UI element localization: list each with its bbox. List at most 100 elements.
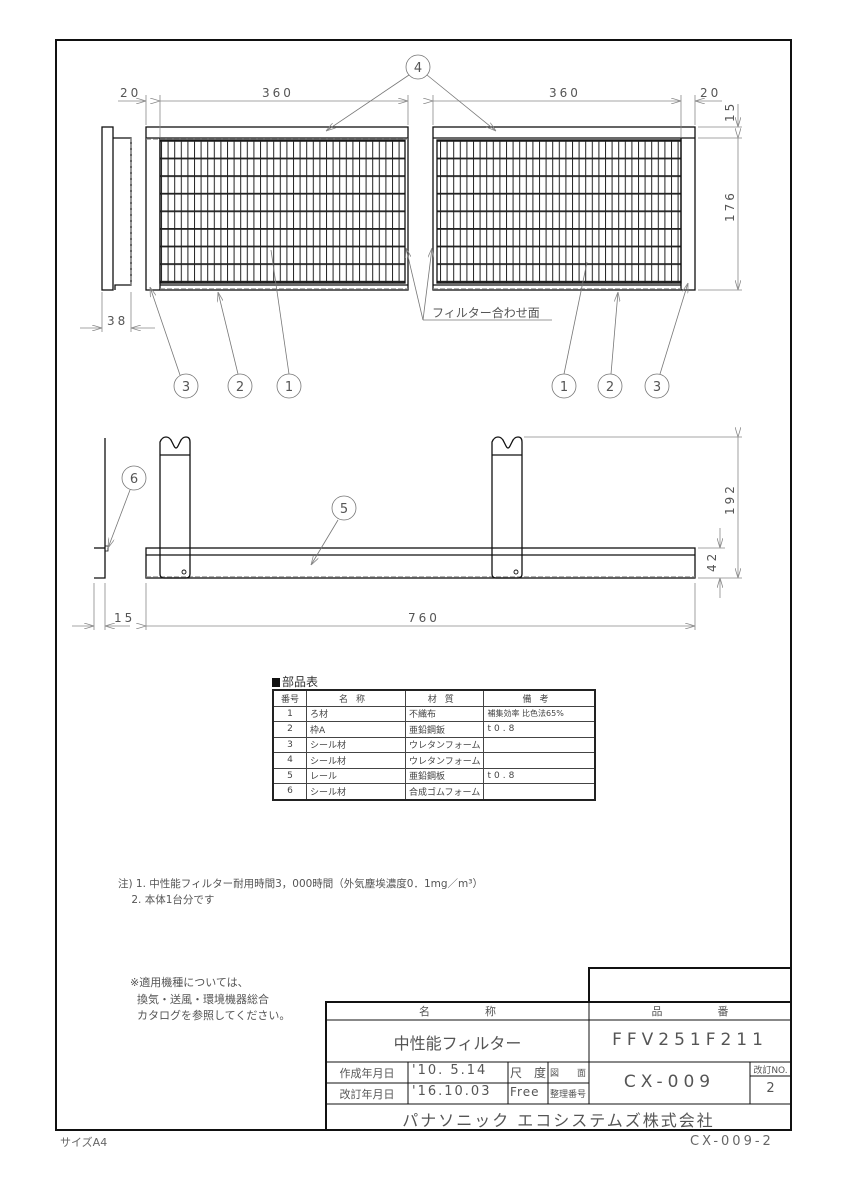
row-no: 6: [272, 783, 307, 800]
revision-number: 2: [766, 1081, 775, 1096]
svg-text:20: 20: [120, 86, 141, 100]
created-label: 作成年月日: [339, 1067, 395, 1080]
notes: 注) 1. 中性能フィルター耐用時間3，000時間（外気塵埃濃度0．1mg／m³…: [118, 876, 483, 908]
row-material: ウレタンフォーム: [404, 752, 485, 769]
parts-table-title: 部品表: [272, 673, 318, 690]
top-dimension-labels: 20 360 360 20 38 15 176: [107, 86, 737, 328]
parts-header-row: 番号 名称 材質 備考: [272, 689, 596, 707]
filter-left: [145, 126, 409, 291]
svg-text:5: 5: [340, 502, 348, 517]
scale-value: Free: [510, 1085, 540, 1099]
balloon-callouts-top: [150, 54, 688, 399]
drawing-label-2: 整理番号: [550, 1090, 587, 1100]
table-row: 2 枠A 亜鉛鋼鈑 t0.8: [272, 721, 596, 738]
svg-text:176: 176: [723, 190, 737, 222]
svg-text:360: 360: [262, 86, 294, 100]
svg-text:15: 15: [114, 611, 135, 625]
paper-size-label: サイズA4: [60, 1136, 108, 1149]
svg-text:192: 192: [723, 483, 737, 515]
title-block-frame: [325, 967, 792, 1131]
scale-label: 尺 度: [510, 1066, 547, 1080]
svg-text:3: 3: [653, 380, 661, 395]
created-date: '10. 5.14: [412, 1063, 488, 1078]
rail-side-view: [94, 438, 109, 579]
svg-text:20: 20: [700, 86, 721, 100]
svg-text:15: 15: [723, 101, 737, 122]
remark-line-1: ※適用機種については、: [130, 976, 249, 989]
document-code: CX-009-2: [690, 1134, 774, 1149]
balloon-labels-top: 4 3 2 1 1 2 3: [182, 61, 661, 395]
filter-joint-label: フィルター合わせ面: [432, 305, 540, 320]
row-remarks: t0.8: [483, 721, 596, 738]
row-remarks: [483, 752, 596, 769]
svg-text:2: 2: [236, 380, 244, 395]
row-no: 3: [272, 736, 307, 753]
svg-text:2: 2: [606, 380, 614, 395]
row-no: 4: [272, 752, 307, 769]
row-remarks: 補集効率 比色法65%: [483, 705, 596, 722]
filter-right: [432, 126, 696, 291]
svg-text:3: 3: [182, 380, 190, 395]
company-name: パナソニック エコシステムズ株式会社: [402, 1111, 715, 1130]
row-material: 亜鉛鋼板: [404, 767, 485, 784]
balloon-callouts-rail: [108, 465, 357, 565]
row-name: レール: [306, 767, 406, 784]
table-row: 5 レール 亜鉛鋼板 t0.8: [272, 767, 596, 784]
top-dimensions: [80, 95, 742, 332]
row-material: 亜鉛鋼鈑: [404, 721, 485, 738]
remark-line-2: 換気・送風・環境機器総合: [130, 992, 269, 1006]
svg-text:360: 360: [549, 86, 581, 100]
revision-label: 改訂NO.: [753, 1066, 788, 1076]
drawing-label-1: 図 面: [550, 1069, 587, 1079]
drawing-number: CX-009: [623, 1072, 716, 1092]
side-view-filter: [101, 126, 132, 291]
svg-text:42: 42: [705, 551, 719, 572]
row-material: ウレタンフォーム: [404, 736, 485, 753]
product-name: 中性能フィルター: [393, 1034, 522, 1053]
rail-front-view: [145, 436, 696, 579]
header-name: 名称: [306, 689, 406, 707]
row-material: 不織布: [404, 705, 485, 722]
remark-line-3: カタログを参照してください。: [130, 1009, 291, 1022]
parts-table: 番号 名称 材質 備考 1 ろ材 不織布 補集効率 比色法65% 2 枠A 亜鉛…: [272, 689, 597, 801]
row-remarks: t0.8: [483, 767, 596, 784]
name-header: 名 称: [419, 1005, 496, 1018]
revised-label: 改訂年月日: [339, 1088, 395, 1101]
revised-date: '16.10.03: [412, 1084, 492, 1099]
svg-text:38: 38: [107, 314, 128, 328]
svg-text:4: 4: [414, 61, 422, 76]
svg-text:1: 1: [560, 380, 568, 395]
row-remarks: [483, 736, 596, 753]
rail-dimensions: [72, 437, 742, 630]
row-name: シール材: [306, 752, 406, 769]
note-line-1: 注) 1. 中性能フィルター耐用時間3，000時間（外気塵埃濃度0．1mg／m³…: [118, 878, 483, 890]
header-remarks: 備考: [483, 689, 596, 707]
rail-dimension-labels: 15 760 192 42: [114, 483, 737, 625]
product-no-header: 品 番: [651, 1005, 729, 1018]
row-name: シール材: [306, 736, 406, 753]
row-no: 5: [272, 767, 307, 784]
header-no: 番号: [272, 689, 307, 707]
row-remarks: [483, 783, 596, 800]
row-no: 1: [272, 705, 307, 722]
note-line-2: 2. 本体1台分です: [118, 894, 215, 906]
table-row: 3 シール材 ウレタンフォーム: [272, 736, 596, 753]
row-material: 合成ゴムフォーム: [404, 783, 485, 800]
applicable-models-remark: ※適用機種については、 換気・送風・環境機器総合 カタログを参照してください。: [130, 975, 290, 1025]
table-row: 1 ろ材 不織布 補集効率 比色法65%: [272, 705, 596, 722]
svg-text:1: 1: [285, 380, 293, 395]
row-name: ろ材: [306, 705, 406, 722]
product-number: FFV251F211: [612, 1030, 768, 1050]
header-material: 材質: [404, 689, 485, 707]
row-name: 枠A: [306, 721, 406, 738]
balloon-labels-rail: 6 5: [130, 472, 348, 517]
svg-text:760: 760: [408, 611, 440, 625]
parts-title-text: 部品表: [282, 675, 319, 689]
svg-text:6: 6: [130, 472, 138, 487]
table-row: 4 シール材 ウレタンフォーム: [272, 752, 596, 769]
square-bullet-icon: [272, 678, 280, 687]
row-no: 2: [272, 721, 307, 738]
row-name: シール材: [306, 783, 406, 800]
